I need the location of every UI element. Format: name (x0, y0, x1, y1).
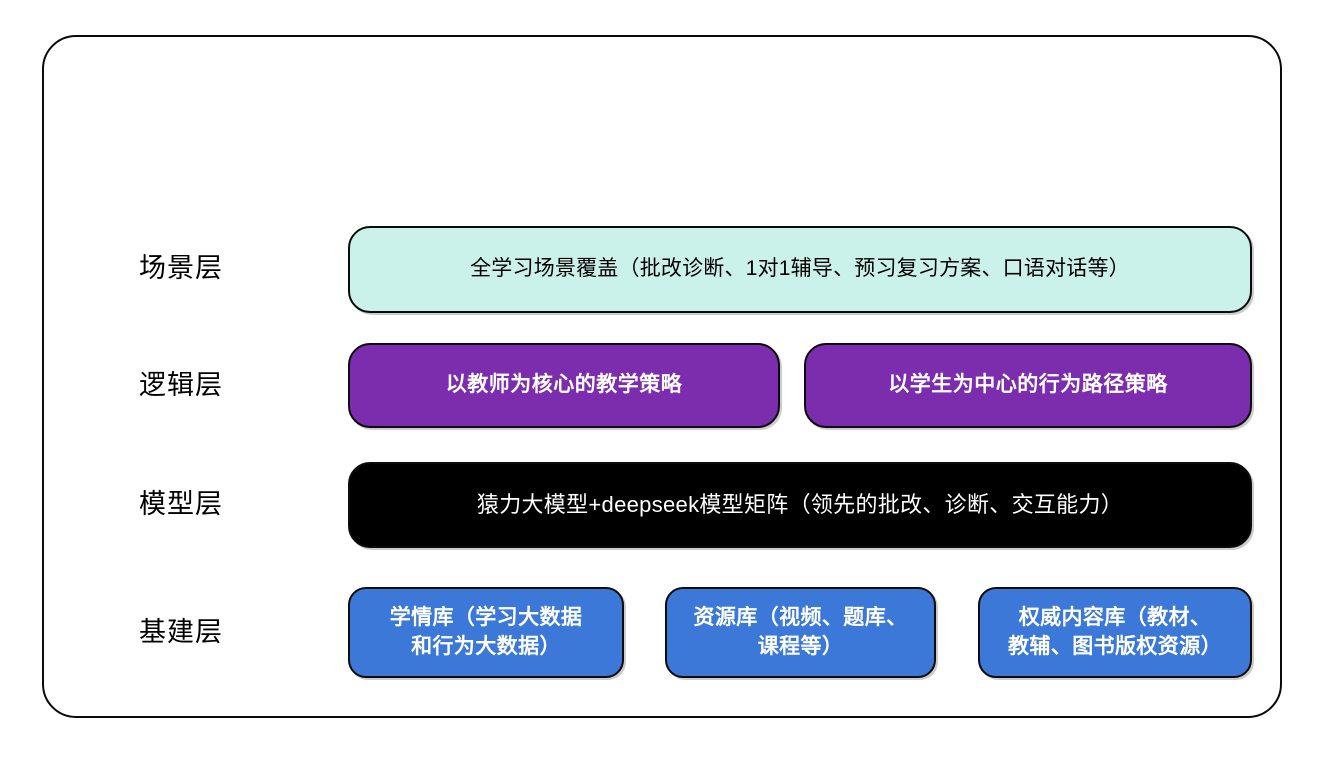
infra-resource-db-line1: 资源库（视频、题库、 (693, 605, 908, 629)
model-matrix-box: 猿力大模型+deepseek模型矩阵（领先的批改、诊断、交互能力） (348, 462, 1252, 548)
infra-resource-db-line2: 课程等） (757, 634, 844, 658)
scene-coverage-text: 全学习场景覆盖（批改诊断、1对1辅导、预习复习方案、口语对话等） (470, 257, 1130, 281)
logic-teacher-strategy-box: 以教师为核心的教学策略 (348, 343, 780, 428)
logic-student-strategy-box: 以学生为中心的行为路径策略 (804, 343, 1252, 428)
infra-learning-db-line2: 和行为大数据） (411, 634, 561, 658)
row-label-model: 模型层 (139, 489, 223, 519)
infra-learning-db-box: 学情库（学习大数据 和行为大数据） (348, 587, 624, 678)
row-label-scene: 场景层 (139, 253, 223, 283)
infra-content-db-text: 权威内容库（教材、 教辅、图书版权资源） (1008, 604, 1222, 662)
logic-teacher-strategy-text: 以教师为核心的教学策略 (445, 373, 683, 397)
infra-learning-db-line1: 学情库（学习大数据 (389, 605, 583, 629)
logic-student-strategy-text: 以学生为中心的行为路径策略 (888, 373, 1168, 397)
infra-learning-db-text: 学情库（学习大数据 和行为大数据） (390, 604, 583, 662)
model-matrix-text: 猿力大模型+deepseek模型矩阵（领先的批改、诊断、交互能力） (476, 491, 1124, 517)
row-label-logic: 逻辑层 (139, 370, 223, 400)
row-label-infra: 基建层 (139, 617, 223, 647)
infra-resource-db-box: 资源库（视频、题库、 课程等） (665, 587, 936, 678)
diagram-outer-frame: 场景层 全学习场景覆盖（批改诊断、1对1辅导、预习复习方案、口语对话等） 逻辑层… (42, 35, 1282, 718)
infra-content-db-line2: 教辅、图书版权资源） (1008, 634, 1222, 658)
scene-coverage-box: 全学习场景覆盖（批改诊断、1对1辅导、预习复习方案、口语对话等） (348, 226, 1252, 313)
infra-resource-db-text: 资源库（视频、题库、 课程等） (694, 604, 908, 662)
infra-content-db-box: 权威内容库（教材、 教辅、图书版权资源） (978, 587, 1252, 678)
infra-content-db-line1: 权威内容库（教材、 (1018, 605, 1212, 629)
